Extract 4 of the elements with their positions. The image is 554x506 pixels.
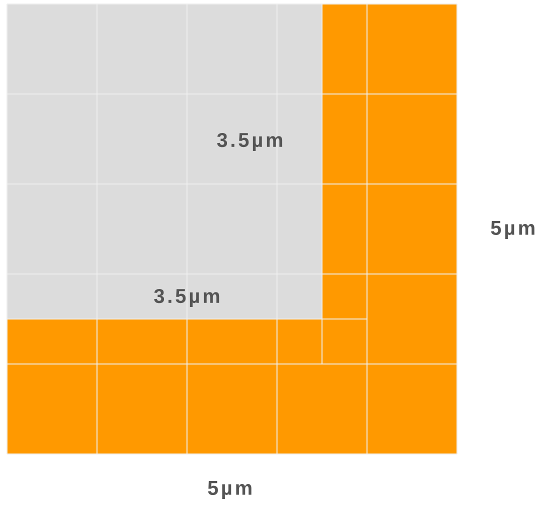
dimension-label: 5µm xyxy=(208,481,252,499)
dimension-label: 3.5µm xyxy=(217,132,282,152)
dimension-label: 3.5µm xyxy=(154,288,220,308)
dimension-label: 5µm xyxy=(491,221,534,239)
